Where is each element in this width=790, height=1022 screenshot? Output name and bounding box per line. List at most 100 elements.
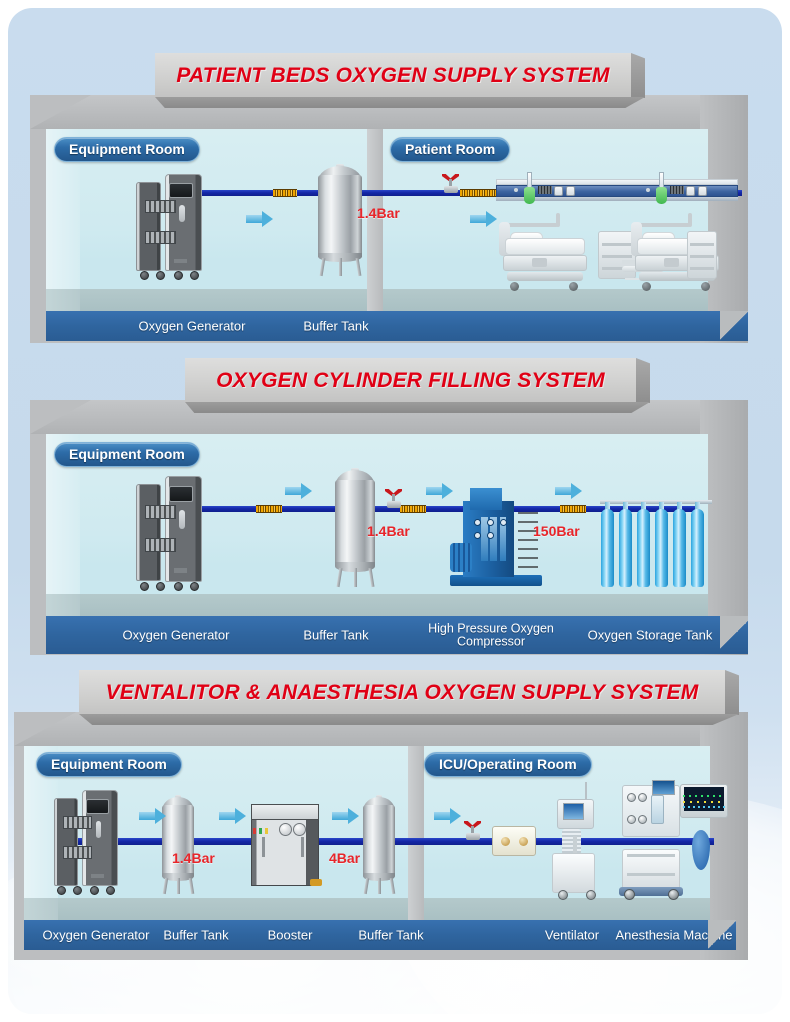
label-compressor: High Pressure Oxygen Compressor: [428, 621, 554, 648]
booster-gauge: [292, 823, 306, 836]
arrow-stem: [246, 215, 263, 223]
generator-vent: [145, 230, 176, 244]
wall-oxygen-outlet[interactable]: [492, 826, 536, 856]
generator-slot: [178, 510, 185, 529]
ventilator-cart: [551, 852, 596, 893]
bed-base: [638, 272, 716, 281]
flowmeter-humidifier: [524, 187, 535, 204]
valve-stem: [449, 179, 452, 188]
bed-wheel: [569, 282, 578, 291]
flowmeter-humidifier: [656, 187, 667, 204]
patient-monitor: [680, 784, 728, 818]
valve-body: [466, 833, 480, 840]
generator-caster: [156, 271, 165, 280]
monitor-spo2-trace: [682, 801, 726, 803]
compressor-gauge: [499, 519, 507, 527]
compressor-piston: [499, 517, 507, 561]
badge-equipment-room-2[interactable]: Equipment Room: [54, 442, 200, 467]
shutoff-valve-2[interactable]: [385, 488, 403, 510]
ventilator: [542, 782, 612, 900]
buffer-tank-3b: [358, 795, 400, 895]
anesthesia-wheel: [668, 889, 679, 900]
tank-shell: [335, 479, 375, 568]
generator-display: [86, 799, 110, 814]
shutoff-valve-3[interactable]: [464, 820, 482, 842]
plaque-face: PATIENT BEDS OXYGEN SUPPLY SYSTEM: [155, 53, 631, 98]
tank-leg: [368, 568, 375, 588]
page-title-1: PATIENT BEDS OXYGEN SUPPLY SYSTEM: [176, 63, 610, 87]
anesthesia-flow-knob: [638, 814, 647, 824]
booster-outlet-nozzle: [310, 879, 323, 887]
cabinet-drawer: [690, 242, 714, 246]
badge-patient-room[interactable]: Patient Room: [390, 137, 511, 162]
tank-leg: [389, 878, 396, 895]
bed-panel: [663, 257, 679, 267]
badge-equipment-room-3[interactable]: Equipment Room: [36, 752, 182, 777]
label-bar-corner: [708, 920, 736, 950]
valve-body: [387, 501, 401, 508]
oxygen-cylinder: [655, 509, 668, 587]
bhu-grill: [670, 186, 684, 195]
arrow-stem: [332, 812, 349, 820]
high-pressure-oxygen-compressor: [450, 488, 542, 586]
arrow-head: [486, 211, 497, 227]
section-cylinder-filling: OXYGEN CYLINDER FILLING SYSTEM Equipment…: [30, 358, 770, 655]
flowmeter-tube: [659, 172, 664, 188]
plaque-side: [636, 358, 650, 403]
bed-base: [506, 272, 584, 281]
badge-icu-operating-room[interactable]: ICU/Operating Room: [424, 752, 592, 777]
generator-vent: [145, 200, 176, 214]
booster-control-panel: [250, 803, 320, 821]
cylinder-manifold-rail: [600, 500, 712, 504]
badge-equipment-room-1[interactable]: Equipment Room: [54, 137, 200, 162]
generator-vent: [145, 504, 176, 519]
bed-panel: [531, 257, 547, 267]
badge-label: Equipment Room: [69, 141, 185, 157]
ventilator-wheel: [558, 890, 568, 900]
arrow-stem: [139, 812, 156, 820]
tank-base: [335, 562, 375, 572]
cabinet-drawer: [601, 254, 633, 258]
compressor-gauge: [473, 519, 481, 527]
enclosure-right-wall: [700, 95, 748, 343]
label-oxygen-storage-tank: Oxygen Storage Tank: [587, 627, 713, 643]
generator-brand: [91, 874, 104, 878]
anesthesia-vaporizer-knob: [626, 792, 636, 802]
label-oxygen-generator-3: Oxygen Generator: [42, 927, 150, 943]
compressor-piston: [481, 517, 488, 561]
generator-brand: [174, 258, 188, 263]
plaque-face: VENTALITOR & ANAESTHESIA OXYGEN SUPPLY S…: [79, 670, 725, 715]
plaque-side: [631, 53, 645, 98]
equipment-label-bar-2: Oxygen Generator Buffer Tank High Pressu…: [46, 616, 748, 654]
section-title-plaque-1: PATIENT BEDS OXYGEN SUPPLY SYSTEM: [155, 53, 645, 108]
pressure-label-1-4bar-s1: 1.4Bar: [357, 205, 400, 221]
bhu-indicator: [514, 187, 518, 192]
outlet-port: [519, 836, 528, 846]
tank-leg: [338, 258, 342, 277]
anesthesia-drawer: [626, 853, 675, 857]
cylinder-neck: [659, 502, 664, 511]
arrow-head: [301, 483, 312, 499]
oxygen-generator-2: [136, 476, 202, 591]
booster-door-handle: [261, 836, 265, 858]
arrow-head: [348, 808, 359, 824]
tank-shell: [363, 804, 395, 878]
oxygen-flowmeter-1: [524, 172, 536, 206]
oxygen-cylinder: [673, 509, 686, 587]
shutoff-valve-1[interactable]: [442, 173, 460, 195]
oxygen-storage-cylinders: [600, 500, 712, 592]
buffer-tank-1: [311, 164, 369, 277]
badge-label: ICU/Operating Room: [439, 756, 577, 772]
badge-label: Patient Room: [405, 141, 496, 157]
bed-headrest: [498, 221, 511, 257]
generator-slot: [178, 205, 185, 223]
arrow-stem: [434, 812, 451, 820]
section-ventilator-anaesthesia: VENTALITOR & ANAESTHESIA OXYGEN SUPPLY S…: [14, 670, 770, 960]
plaque-side: [725, 670, 739, 715]
patient-bed-1: [497, 213, 593, 291]
generator-caster: [90, 886, 99, 895]
equipment-label-bar-1: Oxygen Generator Buffer Tank: [46, 311, 748, 341]
compressor-piston: [490, 517, 497, 561]
pipe-to-patient-room: [422, 190, 477, 196]
tank-leg: [353, 568, 357, 588]
